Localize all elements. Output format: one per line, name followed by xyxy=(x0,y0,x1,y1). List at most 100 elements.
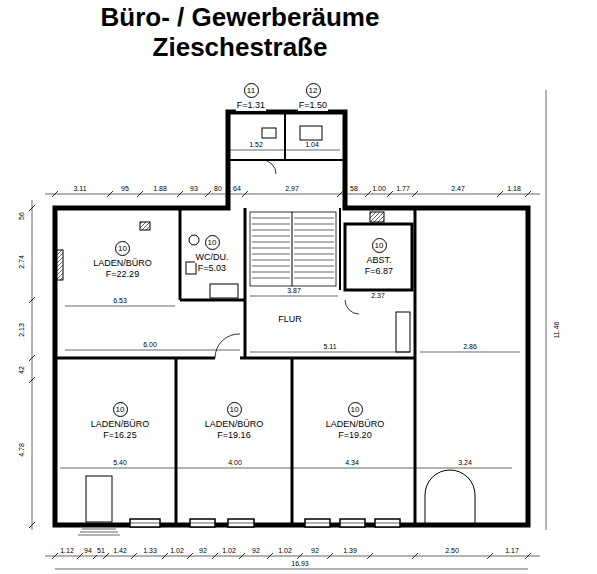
wall xyxy=(179,208,182,300)
dimension-label: 4.00 xyxy=(227,459,243,467)
wall xyxy=(228,159,345,161)
dimension-label: 5.40 xyxy=(112,459,128,467)
wall xyxy=(240,357,415,360)
door-swing xyxy=(262,160,276,174)
dimension-label: 11.46 xyxy=(552,321,560,340)
dimension-label: 2.86 xyxy=(462,343,478,351)
room-name: FLUR xyxy=(277,314,303,325)
entrance-door xyxy=(86,476,112,522)
basin xyxy=(186,262,196,274)
dimension-label: 2.47 xyxy=(450,185,466,193)
room-label: 10LADEN/BÜROF=16.25 xyxy=(70,385,170,457)
dimension-label: 51 xyxy=(96,547,106,555)
callout-number: 10 xyxy=(372,238,387,253)
dimension-label: 1.77 xyxy=(395,185,411,193)
dimension-label: 2.74 xyxy=(18,254,26,270)
dimension-label: 94 xyxy=(83,547,93,555)
dimension-label: 1.02 xyxy=(277,547,293,555)
area-label: F=22.29 xyxy=(105,269,140,280)
entrance-steps xyxy=(78,526,120,535)
room-name: WC/DU. xyxy=(195,252,230,263)
room-label: 10LADEN/BÜROF=22.29 xyxy=(75,222,170,298)
callout-number: 11 xyxy=(244,83,259,98)
dimension-label: 1.00 xyxy=(371,185,387,193)
stair-eye xyxy=(292,212,293,286)
room-label: 10LADEN/BÜROF=19.20 xyxy=(300,385,410,457)
room-label: 11F=1.31 xyxy=(226,81,276,113)
dimension-label: 92 xyxy=(251,547,261,555)
wall xyxy=(339,208,341,290)
area-label: F=6.87 xyxy=(364,266,394,277)
wall xyxy=(345,224,412,290)
room-name: LADEN/BÜRO xyxy=(204,419,265,430)
callout-number: 10 xyxy=(348,402,363,417)
dimension-label: 1.02 xyxy=(169,547,185,555)
room-label: FLUR xyxy=(255,308,325,330)
room-name: LADEN/BÜRO xyxy=(90,419,151,430)
room-name: ABST. xyxy=(365,255,392,266)
dimension-label: 80 xyxy=(213,185,223,193)
dimension-label: 1.12 xyxy=(59,547,75,555)
callout-number: 10 xyxy=(113,402,128,417)
area-label: F=19.16 xyxy=(216,430,251,441)
dimension-label: 1.52 xyxy=(248,141,264,149)
dimension-label: 56 xyxy=(18,211,26,221)
wall xyxy=(180,299,245,302)
dimension-label: 1.04 xyxy=(304,141,320,149)
wall xyxy=(284,112,286,160)
chimney xyxy=(55,250,63,280)
dimension-label: 1.18 xyxy=(506,185,522,193)
stair-outline xyxy=(250,212,336,286)
dimension-label: 3.11 xyxy=(72,185,87,193)
chimney xyxy=(140,222,150,230)
meter-cabinet xyxy=(396,312,410,352)
wall xyxy=(244,208,247,358)
dimension-label: 92 xyxy=(198,547,208,555)
dimension-label: 93 xyxy=(189,185,199,193)
dimension-label: 1.39 xyxy=(342,547,358,555)
callout-number: 10 xyxy=(115,241,130,256)
area-label: F=19.20 xyxy=(337,430,372,441)
dimension-label: 4.78 xyxy=(18,442,26,458)
callout-number: 12 xyxy=(306,83,321,98)
dimension-label: 95 xyxy=(120,185,130,193)
area-label: F=16.25 xyxy=(102,430,137,441)
dimension-label: 92 xyxy=(310,547,320,555)
outer-wall xyxy=(55,112,528,525)
dimension-label: 42 xyxy=(18,365,26,375)
room-label: 12F=1.50 xyxy=(288,81,338,113)
chimney xyxy=(370,212,384,222)
dimension-label: 1.33 xyxy=(142,547,158,555)
dimension-label: 58 xyxy=(349,185,359,193)
room-label: 10LADEN/BÜROF=19.16 xyxy=(182,385,286,457)
dimension-label: 1.17 xyxy=(504,547,520,555)
wall xyxy=(175,358,178,525)
dimension-label: 6.00 xyxy=(142,341,158,349)
area-label: F=1.50 xyxy=(298,100,328,111)
area-label: F=1.31 xyxy=(236,100,266,111)
room-name: LADEN/BÜRO xyxy=(325,419,386,430)
room-label: 10ABST.F=6.87 xyxy=(348,228,410,286)
shower xyxy=(210,284,238,298)
door-swing xyxy=(215,334,240,358)
dimension-label: 2.50 xyxy=(444,547,460,555)
windows xyxy=(130,519,400,527)
dimension-ticks xyxy=(29,191,531,559)
dimension-label: 3.24 xyxy=(457,459,473,467)
door-swing xyxy=(345,300,359,314)
gate xyxy=(425,470,475,525)
wall xyxy=(291,358,294,525)
fixture xyxy=(300,126,322,140)
dimension-label: 3.87 xyxy=(286,287,302,295)
room-label: 10WC/DU.F=5.03 xyxy=(183,225,241,283)
dimension-label: 4.34 xyxy=(344,459,360,467)
room-name: LADEN/BÜRO xyxy=(92,258,153,269)
title: Büro- / Gewerberäume Zieschestraße xyxy=(70,2,410,62)
callout-number: 10 xyxy=(227,402,242,417)
toilet xyxy=(189,235,199,245)
dimension-label: 2.97 xyxy=(284,185,300,193)
area-label: F=5.03 xyxy=(197,263,227,274)
wall xyxy=(414,208,417,525)
dimension-label: 1.42 xyxy=(112,547,128,555)
